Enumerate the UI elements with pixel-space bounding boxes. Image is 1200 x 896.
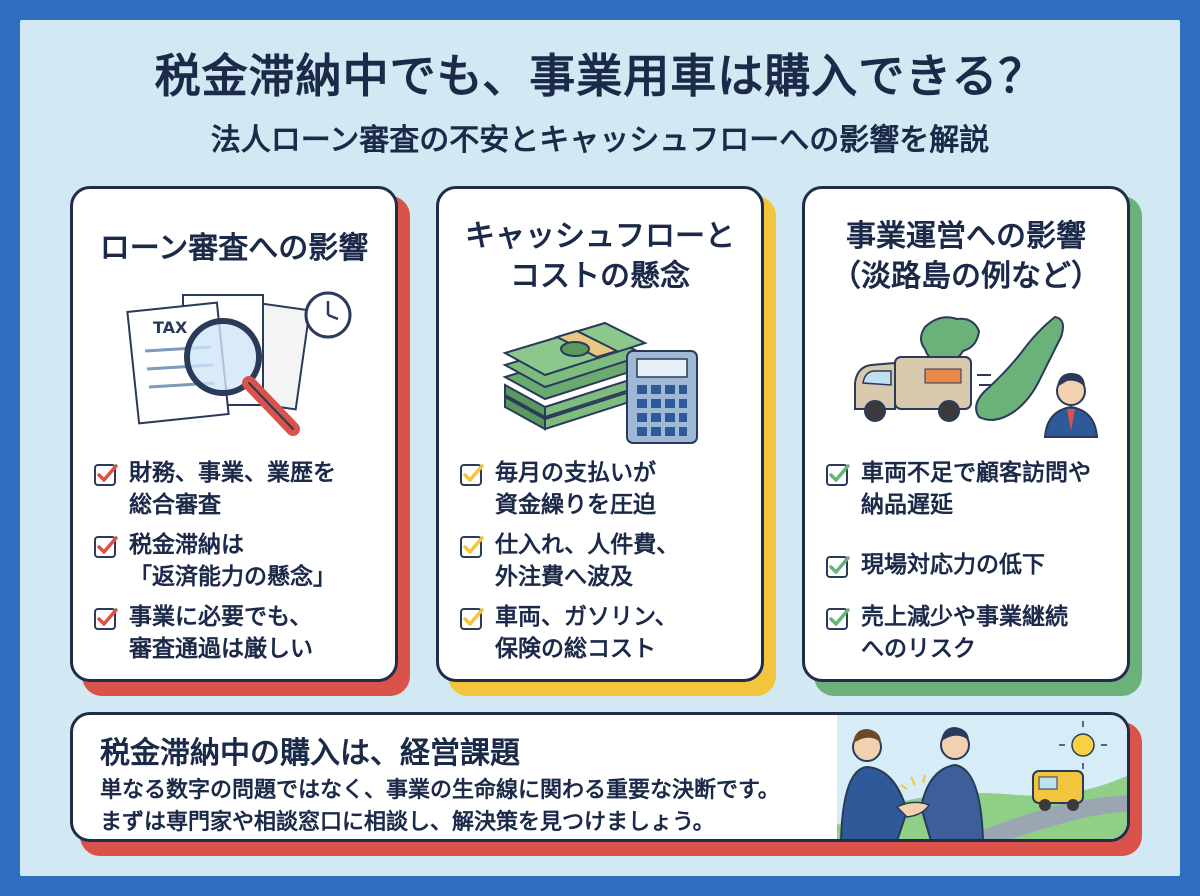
card-title: キャッシュフローと コストの懸念 — [439, 217, 761, 297]
tax-label: TAX — [153, 318, 188, 337]
list-item: 車両、ガソリン、保険の総コスト — [459, 601, 751, 665]
money-calculator-illustration — [502, 321, 698, 444]
van-island-person-illustration — [854, 315, 1099, 438]
card-title: ローン審査への影響 — [73, 229, 395, 269]
page-subtitle: 法人ローン審査の不安とキャッシュフローへの影響を解説 — [210, 123, 990, 158]
item-line: 毎月の支払いが — [495, 460, 656, 486]
card-title-line: （淡路島の例など） — [831, 259, 1101, 294]
bottom-text-line-1: 単なる数字の問題ではなく、事業の生命線に関わる重要な決断です。 — [100, 778, 780, 803]
item-line: 「返済能力の懸念」 — [129, 564, 336, 590]
list-item: 事業に必要でも、審査通過は厳しい — [93, 601, 385, 665]
item-line: 総合審査 — [129, 492, 221, 518]
list-item: 財務、事業、業歴を総合審査 — [93, 457, 385, 521]
card-loan-review: ローン審査への影響 TAX 財務、事業、業歴を総合審査 税金滞納は「返済能力の懸… — [70, 186, 398, 682]
item-line: 車両不足で顧客訪問や — [861, 460, 1091, 486]
tax-document-magnifier-illustration: TAX — [126, 291, 352, 436]
page-title: 税金滞納中でも、事業用車は購入できる？ — [154, 49, 1046, 103]
checkbox-check-icon — [460, 536, 484, 558]
bottom-text-line-2: まずは専門家や相談窓口に相談し、解決策を見つけましょう。 — [100, 810, 715, 835]
item-line: へのリスク — [861, 636, 976, 662]
item-line: 車両、ガソリン、 — [495, 604, 678, 630]
card-title-line: 事業運営への影響 — [846, 219, 1086, 254]
item-line: 外注費へ波及 — [495, 564, 633, 590]
list-item: 仕入れ、人件費、外注費へ波及 — [459, 529, 751, 593]
item-line: 売上減少や事業継続 — [861, 604, 1068, 630]
item-line: 現場対応力の低下 — [861, 552, 1045, 578]
list-item: 現場対応力の低下 — [825, 549, 1117, 581]
item-line: 財務、事業、業歴を — [129, 460, 336, 486]
list-item: 売上減少や事業継続へのリスク — [825, 601, 1117, 665]
item-line: 資金繰りを圧迫 — [495, 492, 656, 518]
checkbox-check-icon — [94, 608, 118, 630]
card-operations: 事業運営への影響 （淡路島の例など） 車両不足で顧客訪問や納品遅延 現場対応力の… — [802, 186, 1130, 682]
list-item: 車両不足で顧客訪問や納品遅延 — [825, 457, 1117, 521]
list-item: 税金滞納は「返済能力の懸念」 — [93, 529, 385, 593]
list-item: 毎月の支払いが資金繰りを圧迫 — [459, 457, 751, 521]
checkbox-check-icon — [460, 608, 484, 630]
card-title-line: コストの懸念 — [510, 259, 690, 294]
handshake-road-illustration — [837, 715, 1127, 839]
card-title: 事業運営への影響 （淡路島の例など） — [805, 217, 1127, 297]
checkbox-check-icon — [826, 464, 850, 486]
checkbox-check-icon — [94, 464, 118, 486]
checkbox-check-icon — [94, 536, 118, 558]
card-cashflow: キャッシュフローと コストの懸念 毎月の支払いが資金繰りを圧迫 — [436, 186, 764, 682]
item-line: 事業に必要でも、 — [129, 604, 313, 630]
checkbox-check-icon — [826, 608, 850, 630]
card-title-line: キャッシュフローと — [465, 219, 735, 254]
item-line: 保険の総コスト — [495, 636, 656, 662]
item-line: 税金滞納は — [129, 532, 244, 558]
checkbox-check-icon — [460, 464, 484, 486]
bottom-banner — [70, 712, 1130, 842]
checkbox-check-icon — [826, 556, 850, 578]
item-line: 仕入れ、人件費、 — [495, 532, 680, 558]
item-line: 審査通過は厳しい — [129, 636, 313, 662]
item-line: 納品遅延 — [861, 492, 953, 518]
card-title-line: ローン審査への影響 — [99, 231, 369, 266]
bottom-title: 税金滞納中の購入は、経営課題 — [100, 736, 520, 771]
